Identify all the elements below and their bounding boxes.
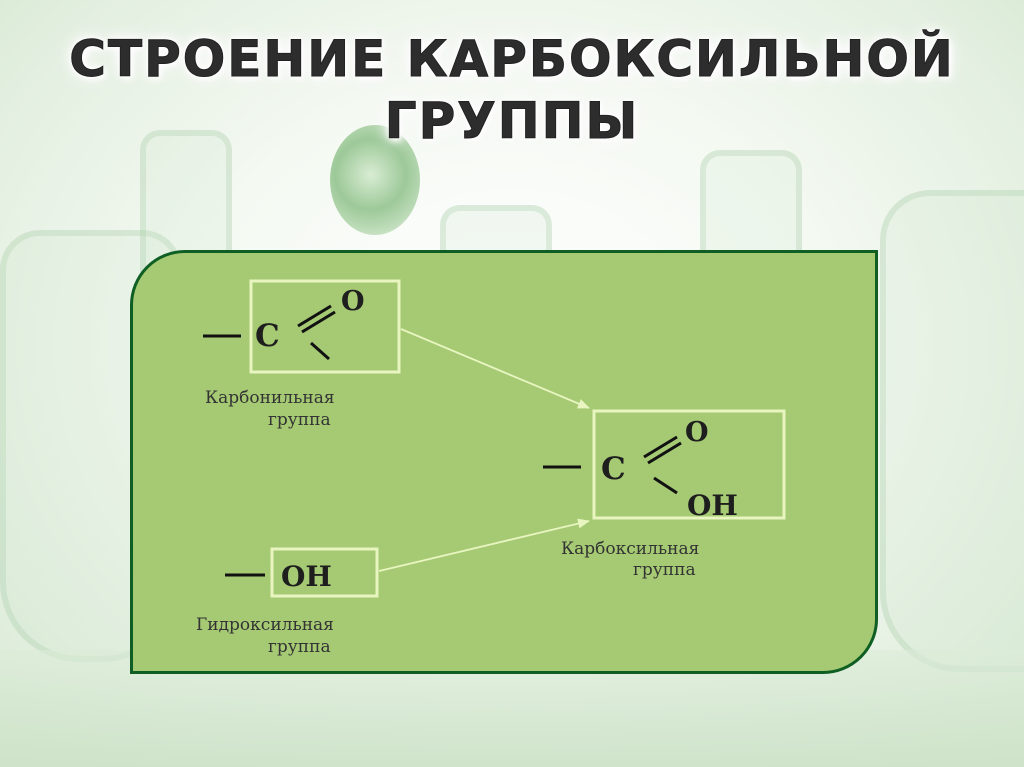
background-flask <box>880 190 1024 672</box>
carbonyl-double-bond-a <box>297 304 332 328</box>
hydroxyl-formula: OH <box>281 560 332 593</box>
carbonyl-carbon: C <box>255 318 280 354</box>
carbonyl-group: C O Карбонильная группа <box>203 279 401 430</box>
background-round-flask <box>330 125 420 235</box>
carboxyl-label-line-2: группа <box>633 560 696 580</box>
carbonyl-box <box>249 279 401 374</box>
diagram-panel: C O Карбонильная группа OH Гидроксильная… <box>130 250 878 674</box>
carbonyl-open-bond <box>310 341 330 361</box>
carboxyl-double-bond-b <box>647 441 682 465</box>
carboxyl-group: C O OH Карбоксильная группа <box>543 409 786 580</box>
carboxyl-single-bond <box>653 476 678 495</box>
carboxyl-carbon: C <box>601 451 626 487</box>
carboxyl-box <box>592 409 786 520</box>
carbonyl-label-line-2: группа <box>268 410 331 430</box>
carbonyl-double-bond-b <box>301 310 336 334</box>
carboxyl-double-bond-a <box>643 435 678 459</box>
slide-title-line-2: ГРУППЫ <box>384 92 640 151</box>
arrow-carbonyl-to-carboxyl <box>400 328 590 409</box>
slide-title-line-1: СТРОЕНИЕ КАРБОКСИЛЬНОЙ <box>69 30 955 89</box>
carboxyl-oxygen: O <box>685 417 709 448</box>
carboxyl-hydroxyl: OH <box>687 489 738 522</box>
hydroxyl-label-line-1: Гидроксильная <box>196 615 334 635</box>
slide-title: СТРОЕНИЕ КАРБОКСИЛЬНОЙ ГРУППЫ <box>0 28 1024 152</box>
carbonyl-oxygen: O <box>341 286 365 317</box>
hydroxyl-box <box>270 547 379 598</box>
carbonyl-label-line-1: Карбонильная <box>205 388 335 408</box>
carboxyl-structure-diagram: C O Карбонильная группа OH Гидроксильная… <box>196 279 786 657</box>
hydroxyl-group: OH Гидроксильная группа <box>196 547 379 657</box>
arrow-hydroxyl-to-carboxyl <box>378 518 590 572</box>
carboxyl-label-line-1: Карбоксильная <box>561 539 699 559</box>
hydroxyl-label-line-2: группа <box>268 637 331 657</box>
